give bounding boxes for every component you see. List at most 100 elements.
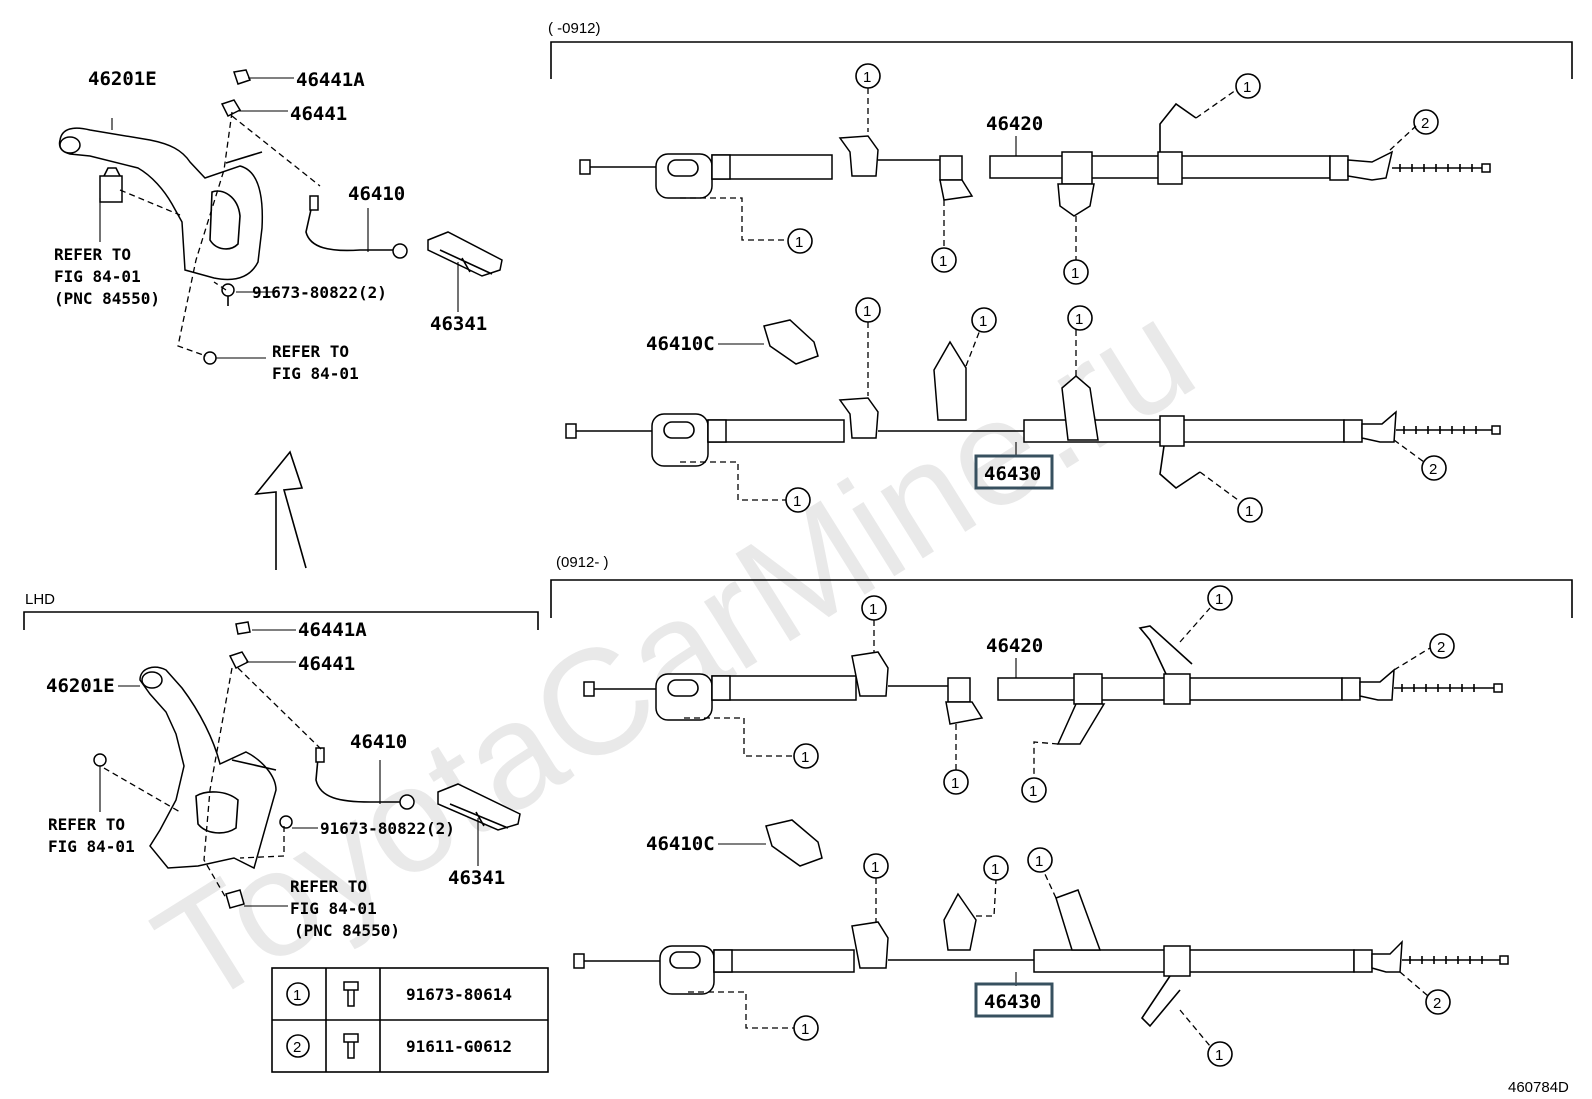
callout-1-b	[787, 228, 813, 254]
leader-cable-lhd	[237, 667, 323, 751]
cable-46410-lhd-end	[315, 747, 325, 763]
fastener-legend-table: 1 2 91673-80614 91611-G0612	[271, 967, 549, 1073]
label-46341-top: 46341	[430, 313, 487, 335]
callout-1-d-text: 1	[1071, 265, 1079, 282]
callout-2-a-text: 2	[1429, 461, 1437, 478]
bracket-b	[933, 340, 967, 421]
lever-assembly-lhd: 46201E 46441A 46441 46410 46341 91673-80…	[46, 619, 521, 940]
clamp-d	[1163, 673, 1191, 705]
bracket-d-arm	[1140, 975, 1181, 1028]
wire-end	[1491, 425, 1501, 435]
parking-brake-lever-lhd	[139, 666, 277, 870]
leader-co-c	[965, 329, 981, 367]
sheath-grommet-1	[711, 675, 731, 701]
callout-1-a	[855, 297, 881, 323]
label-46410-top: 46410	[348, 183, 405, 205]
leader-cable-upper	[231, 115, 321, 187]
callout-1-c-text: 1	[939, 253, 947, 270]
brake-switch-top	[103, 167, 121, 177]
callout-1-c	[931, 247, 957, 273]
cap-46441-shape	[220, 99, 242, 118]
cable-end-left	[565, 423, 577, 439]
callout-1-b	[793, 743, 819, 769]
variant-after-header: (0912- )	[556, 554, 609, 571]
equalizer-slot	[663, 421, 695, 439]
label-46441A-top: 46441A	[296, 69, 365, 91]
cable-end-left	[573, 953, 585, 969]
lhd-header: LHD	[25, 591, 55, 608]
legend-symbol-1-circle	[286, 982, 310, 1006]
ref-line2-top: FIG 84-01	[272, 364, 359, 383]
cable-46410-eye	[392, 243, 408, 259]
bracket-lhd-shape	[225, 889, 245, 909]
leader-switch	[119, 189, 181, 216]
clamp-c-tab	[1057, 183, 1095, 217]
cable-sheath-1	[707, 419, 845, 443]
callout-1-c	[971, 307, 997, 333]
callout-1-c-text: 1	[951, 775, 959, 792]
rear-anchor	[1361, 410, 1397, 443]
clamp-b-tab	[939, 179, 974, 201]
callout-2-a-text: 2	[1421, 115, 1429, 132]
callout-1-e	[1207, 585, 1233, 611]
spring-wire	[1402, 956, 1500, 964]
spring-wire	[1394, 684, 1494, 692]
clamp-c	[1073, 673, 1103, 705]
bracket-c-arm	[1056, 703, 1106, 745]
label-46430-after: 46430	[984, 991, 1041, 1013]
lever-ratchet-plate	[209, 190, 241, 250]
wire-end	[1499, 955, 1509, 965]
label-46441-lhd: 46441	[298, 653, 355, 675]
cable-end-fitting	[1353, 949, 1373, 973]
lever-spring-lhd	[231, 759, 277, 771]
callout-1-d	[1063, 259, 1089, 285]
lever-grip-end	[59, 136, 81, 154]
bolt-91673-80822-lhd	[279, 815, 293, 829]
bolt-flange-icon-2	[343, 1033, 359, 1059]
lever-assembly-top: 46201E 46441A 46441 46410 46341 91673-80…	[54, 68, 503, 383]
label-bolt-top: 91673-80822(2)	[252, 283, 387, 302]
leader-cap-46441	[177, 111, 233, 357]
equalizer-mount	[655, 673, 713, 721]
leader-bolt-upper	[213, 281, 227, 291]
callout-1-e-text: 1	[1215, 591, 1223, 608]
bracket-c-arm	[1055, 889, 1102, 951]
clip-46341-lhd-shape	[437, 783, 521, 831]
brake-switch	[99, 175, 123, 203]
callout-1-d-text: 1	[1035, 853, 1043, 870]
rear-anchor	[1371, 940, 1403, 973]
legend-part-2: 91611-G0612	[406, 1037, 512, 1056]
callout-1-b-text: 1	[801, 749, 809, 766]
section-bracket-before	[550, 41, 1573, 79]
callout-1-e	[1207, 1041, 1233, 1067]
cable-end-fitting	[1341, 677, 1361, 701]
clamp-d	[1163, 945, 1191, 977]
leader-co-b	[680, 461, 786, 501]
callout-1-e	[1235, 73, 1261, 99]
callout-1-a	[861, 595, 887, 621]
section-bracket-after	[550, 579, 1573, 618]
ref-pnc-line1-top: REFER TO	[54, 245, 131, 264]
callout-1-e-text: 1	[1245, 503, 1253, 520]
equalizer-slot	[667, 679, 699, 697]
legend-grid	[272, 968, 548, 1072]
callout-1-b	[785, 487, 811, 513]
cap-46441A-shape	[233, 69, 251, 85]
leader-co-e	[1179, 1009, 1211, 1047]
label-46441-top: 46441	[290, 103, 347, 125]
callout-1-a	[863, 853, 889, 879]
cable-row-46420-after: 46420 1 1 1 1 1 2	[583, 585, 1503, 803]
variant-before-header: ( -0912)	[548, 20, 601, 37]
equalizer-mount	[659, 945, 715, 995]
sheath-grommet-1	[711, 154, 731, 180]
label-46201E-top: 46201E	[88, 68, 157, 90]
bracket-c	[1061, 375, 1099, 441]
ref-line2-lhd: FIG 84-01	[48, 837, 135, 856]
clamp-c	[1061, 151, 1093, 185]
label-46201E-lhd: 46201E	[46, 675, 115, 697]
callout-1-a-text: 1	[871, 859, 879, 876]
callout-2-a-text: 2	[1437, 639, 1445, 656]
leader-bolt-lhd	[239, 826, 285, 859]
